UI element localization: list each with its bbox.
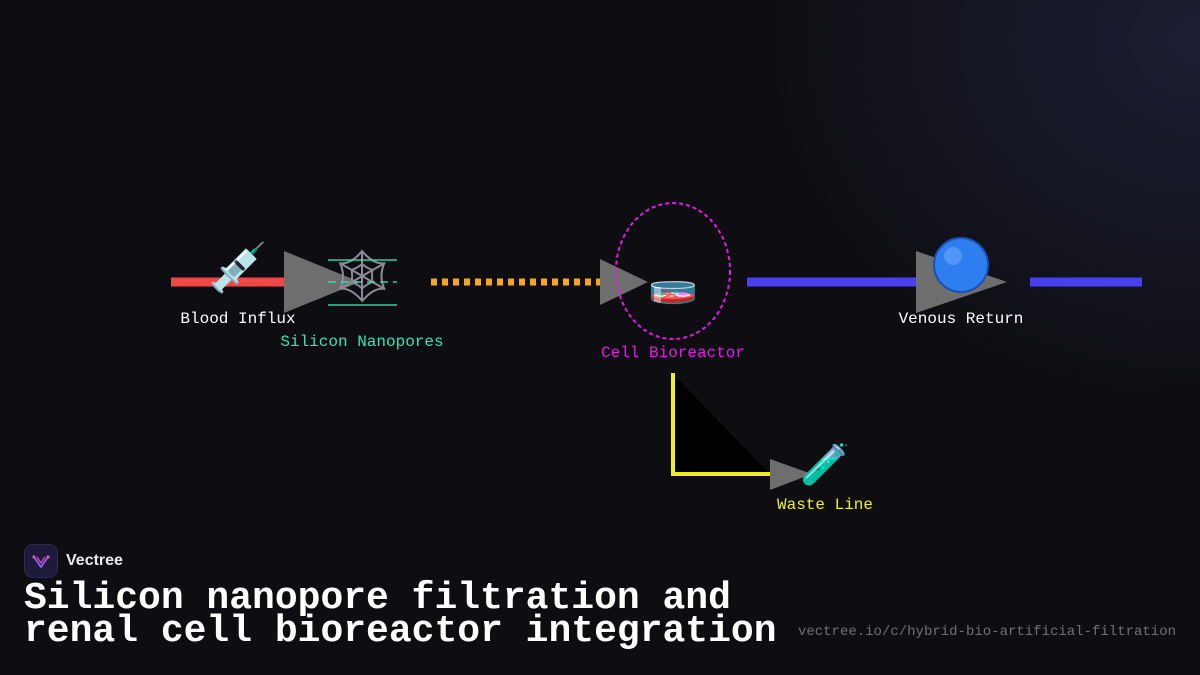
arrowhead-to-bioreactor	[600, 259, 648, 305]
syringe-icon: 💉	[208, 240, 268, 296]
blue-circle-highlight	[944, 247, 962, 265]
title-line-2: renal cell bioreactor integration	[24, 610, 777, 653]
vectree-logo-icon	[24, 544, 58, 578]
arrowhead-to-waste	[770, 459, 812, 490]
source-url[interactable]: vectree.io/c/hybrid-bio-artificial-filtr…	[797, 624, 1176, 640]
petri-dish-icon: 🧫	[648, 260, 698, 306]
waste-line	[671, 373, 772, 476]
spider-web-icon: 🕸	[329, 247, 395, 307]
cell-bioreactor-label: Cell Bioreactor	[601, 344, 745, 362]
bioreactor-dashed-outline	[615, 202, 731, 340]
waste-line-fill	[673, 374, 770, 474]
blood-influx-label: Blood Influx	[180, 310, 295, 328]
brand: Vectree	[24, 544, 123, 578]
venous-return-label: Venous Return	[899, 310, 1024, 328]
page-title: Silicon nanopore filtration and renal ce…	[24, 580, 777, 651]
blue-circle-icon	[933, 237, 989, 293]
nanopore-teal-lines	[328, 259, 397, 306]
silicon-nanopores-label: Silicon Nanopores	[280, 333, 443, 351]
title-line-1: Silicon nanopore filtration and	[24, 577, 731, 620]
arrowhead-to-nanopores	[284, 251, 360, 313]
waste-line-label: Waste Line	[777, 496, 873, 514]
test-tube-icon: 🧪	[800, 442, 850, 488]
brand-name: Vectree	[66, 552, 123, 569]
